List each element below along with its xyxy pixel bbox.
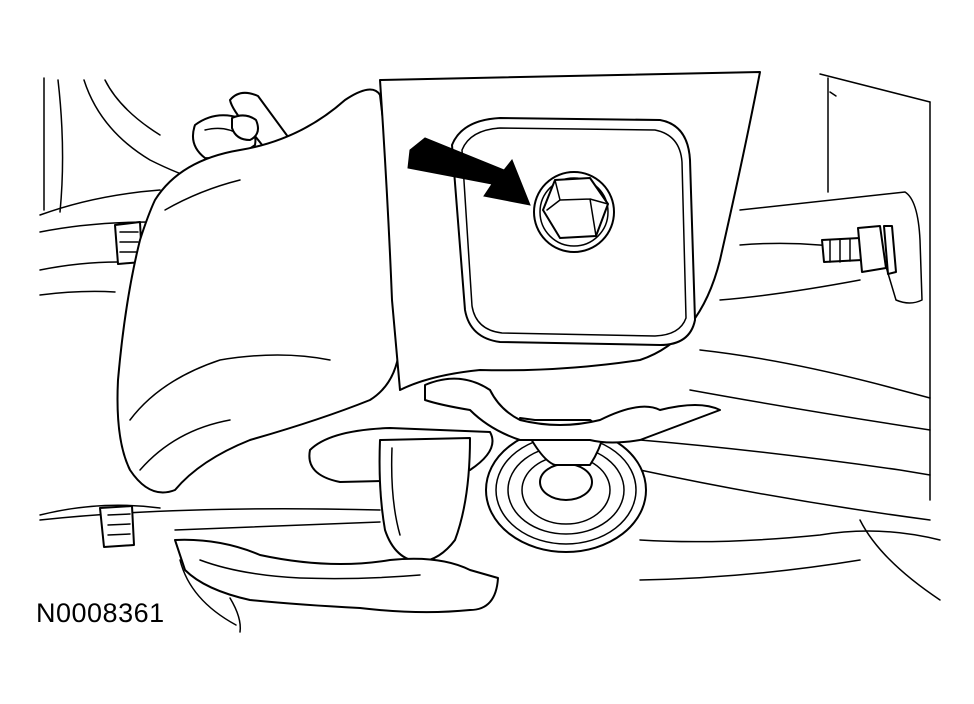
lower-knuckle <box>308 377 721 563</box>
right-stud <box>821 225 897 275</box>
background-structure <box>39 73 941 601</box>
knuckle-body <box>116 88 402 494</box>
figure-identifier: N0008361 <box>36 598 165 628</box>
target-bolt <box>533 171 615 253</box>
lower-control-arm <box>39 504 941 633</box>
arrow-icon <box>407 137 531 206</box>
